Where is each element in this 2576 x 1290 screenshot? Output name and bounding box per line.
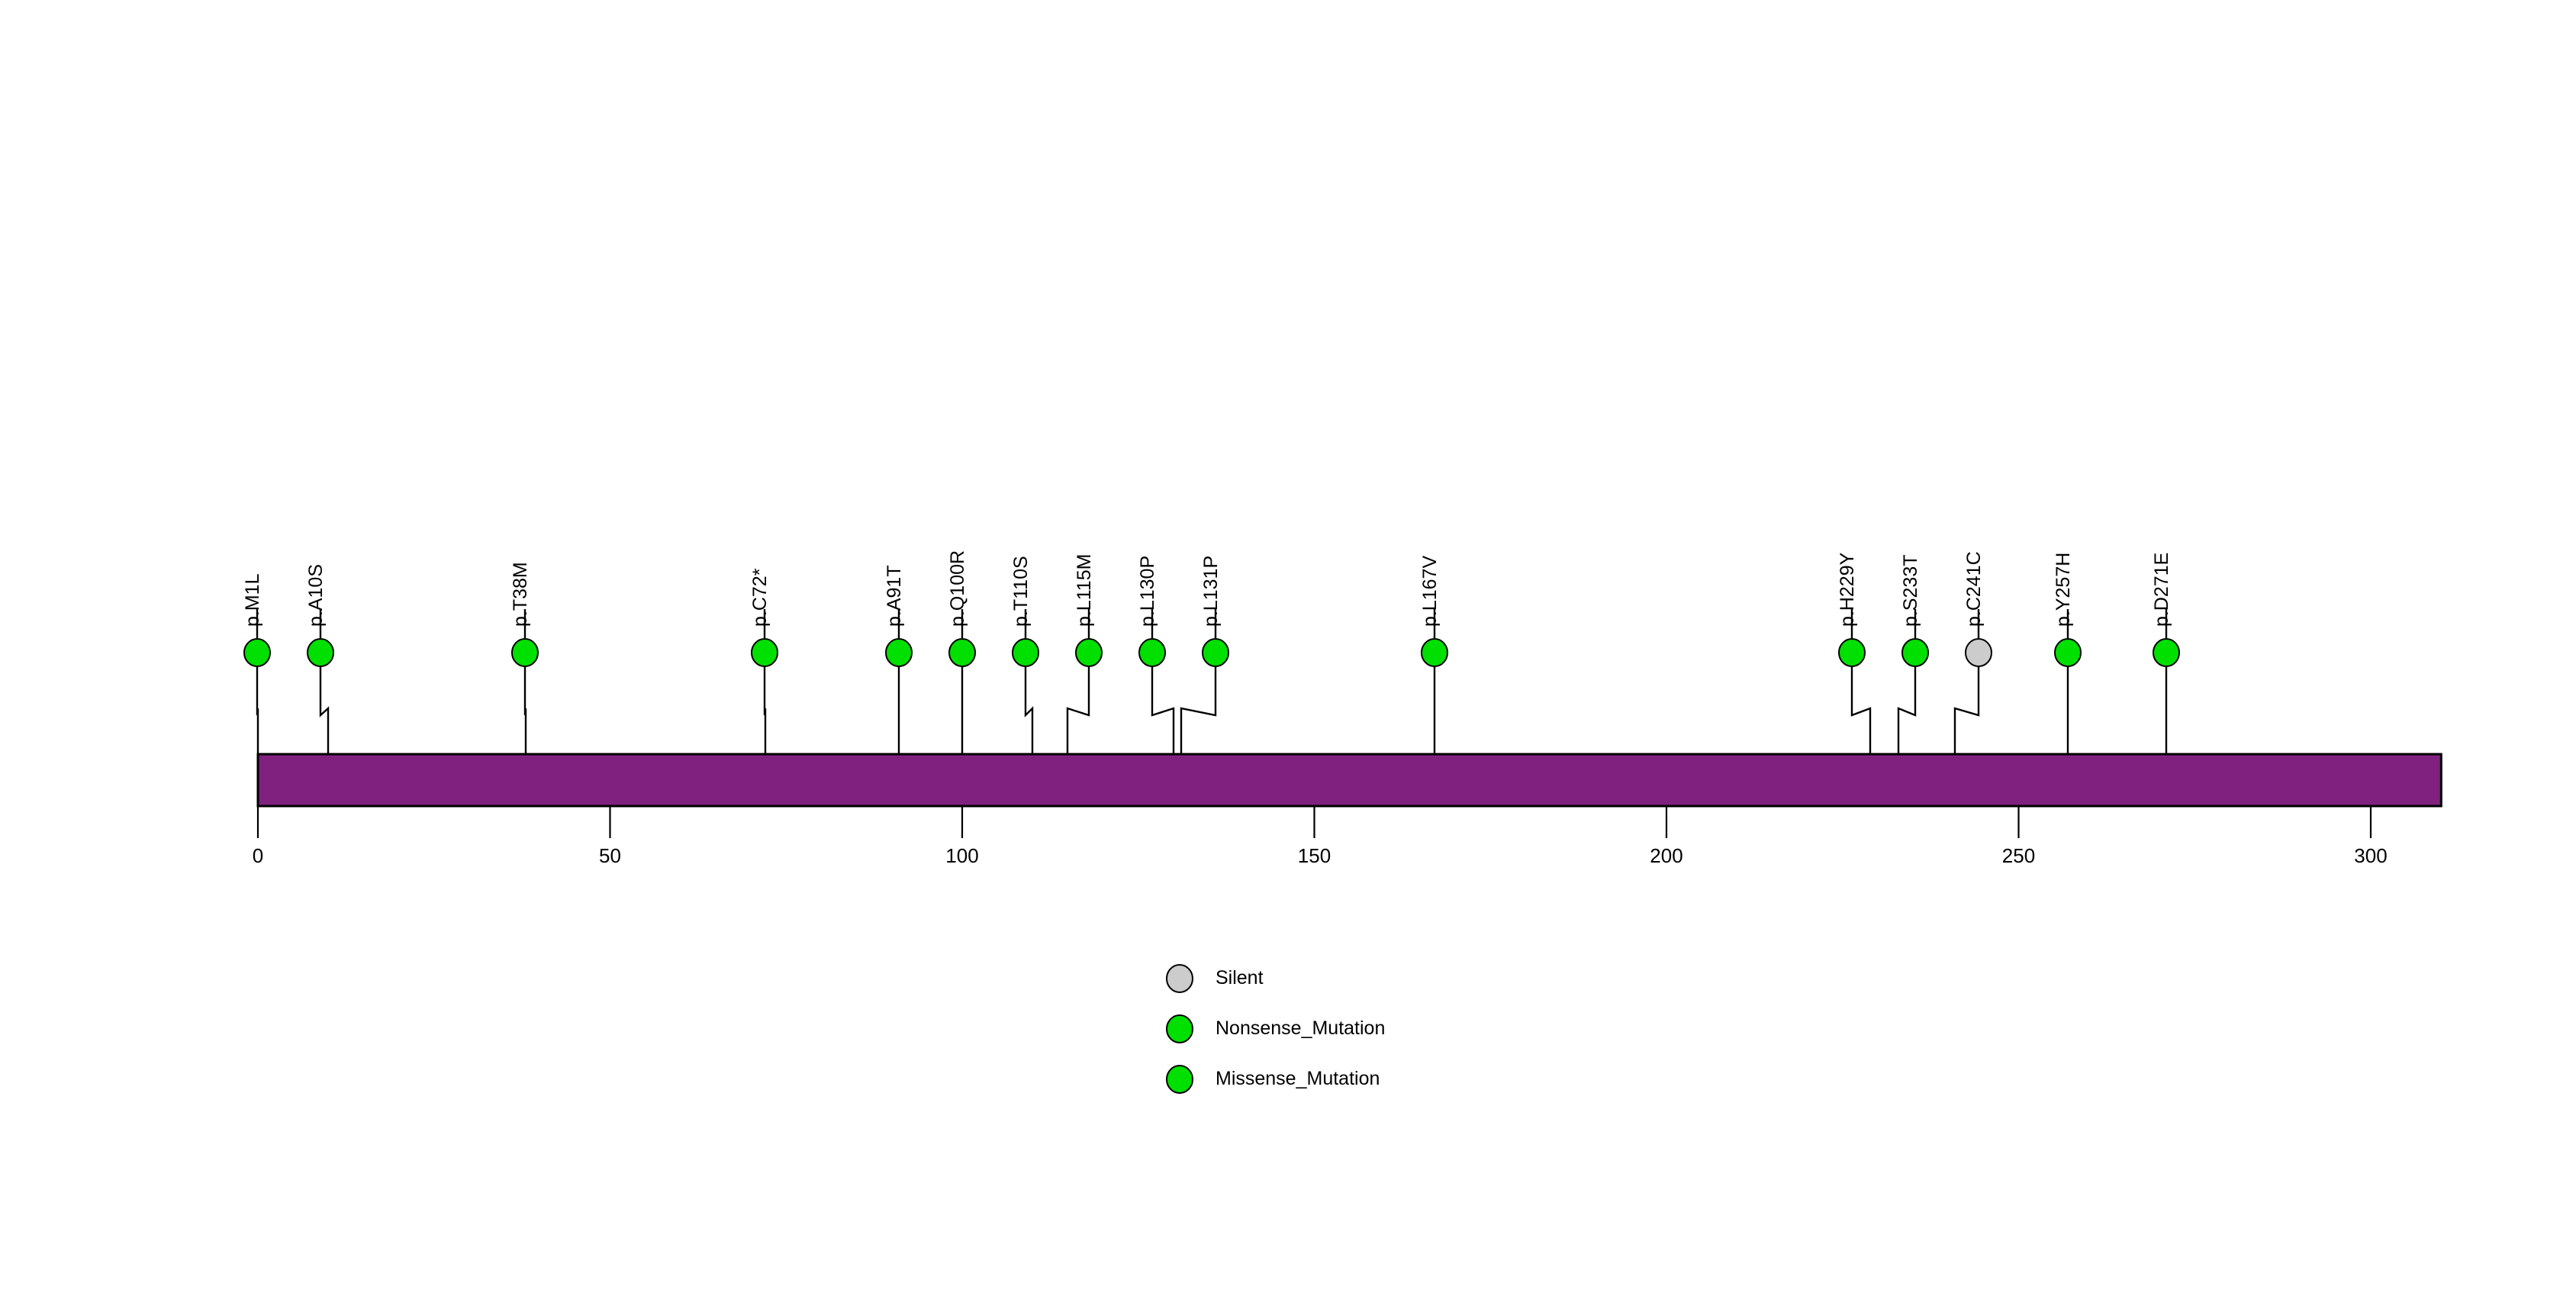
legend-label: Missense_Mutation [1216, 1068, 1380, 1089]
mutation-label: p.L130P [1137, 555, 1158, 627]
mutation-label: p.S233T [1900, 554, 1921, 627]
lollipop-head[interactable] [1421, 638, 1448, 667]
legend-label: Nonsense_Mutation [1216, 1017, 1386, 1039]
legend-label: Silent [1216, 967, 1264, 988]
lollipop-head[interactable] [243, 638, 271, 667]
mutation-label: p.L167V [1419, 555, 1441, 627]
axis-tick-label: 300 [2354, 844, 2388, 867]
legend-marker-group [1166, 964, 1193, 1094]
lollipop-head[interactable] [948, 638, 976, 667]
lollipop-head-group [243, 638, 2180, 667]
mutation-label: p.Y257H [2053, 552, 2074, 627]
mutation-label: p.T38M [510, 562, 531, 627]
legend-swatch[interactable] [1166, 1065, 1193, 1094]
axis-tick-label: 50 [599, 844, 621, 867]
mutation-label: p.T110S [1010, 556, 1032, 627]
lollipop-head[interactable] [1838, 638, 1866, 667]
lollipop-head[interactable] [885, 638, 913, 667]
legend-swatch[interactable] [1166, 964, 1193, 993]
protein-domain-bar [256, 753, 2442, 808]
mutation-label: p.A91T [884, 565, 905, 627]
protein-domain-bar-group [256, 753, 2442, 808]
lollipop-head[interactable] [1138, 638, 1166, 667]
mutation-label: p.H229Y [1837, 552, 1858, 627]
legend-swatch[interactable] [1166, 1014, 1193, 1043]
axis-tick-label: 0 [252, 844, 264, 867]
axis-tick-label: 100 [945, 844, 979, 867]
axis-tick-group [256, 806, 2372, 838]
mutation-label: p.C241C [1963, 551, 1985, 627]
lollipop-head[interactable] [1202, 638, 1229, 667]
lollipop-head[interactable] [2054, 638, 2082, 667]
mutation-label: p.Q100R [947, 550, 968, 627]
lollipop-head[interactable] [511, 638, 539, 667]
lollipop-head[interactable] [1965, 638, 1992, 667]
axis-tick-label: 150 [1297, 844, 1331, 867]
lollipop-head[interactable] [1075, 638, 1103, 667]
mutation-label: p.D271E [2151, 552, 2172, 627]
lollipop-head[interactable] [2153, 638, 2180, 667]
mutation-label: p.C72* [749, 568, 771, 627]
lollipop-head[interactable] [751, 638, 778, 667]
lollipop-head[interactable] [1012, 638, 1039, 667]
axis-tick-label: 200 [1650, 844, 1683, 867]
mutation-label: p.L115M [1074, 553, 1095, 627]
lollipop-head[interactable] [307, 638, 334, 667]
lollipop-head[interactable] [1901, 638, 1929, 667]
mutation-label: p.L131P [1200, 555, 1222, 627]
mutation-label: p.M1L [242, 573, 263, 627]
axis-tick-label: 250 [2001, 844, 2036, 867]
mutation-label: p.A10S [305, 563, 327, 627]
